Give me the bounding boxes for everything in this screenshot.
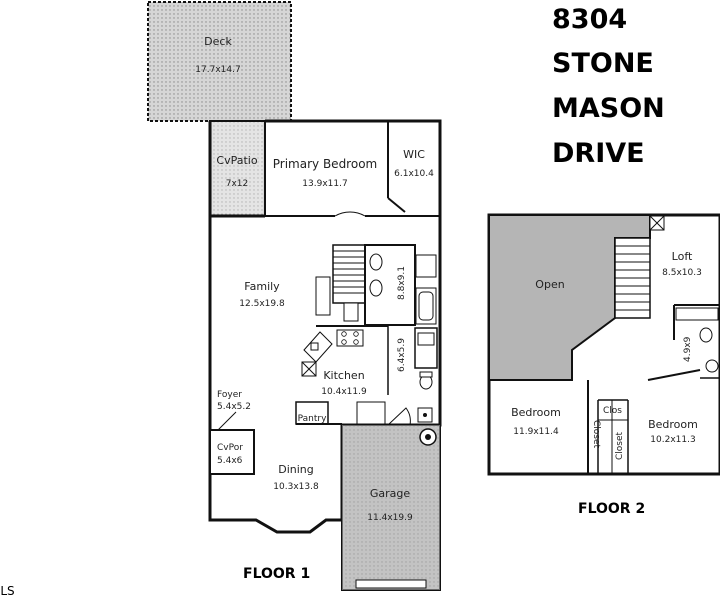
f2-bath-size: 4.9x9 (683, 336, 693, 362)
deck-name: Deck (204, 35, 232, 48)
deck-area (147, 1, 292, 122)
stairs-floor1 (332, 244, 366, 304)
bedroom-right-name: Bedroom (648, 418, 698, 431)
garage-name: Garage (370, 487, 411, 500)
deck-size: 17.7x14.7 (195, 65, 240, 75)
cvpor-area (209, 429, 255, 475)
open-name: Open (535, 278, 564, 291)
primary-bedroom-size: 13.9x11.7 (302, 179, 347, 189)
dining-name: Dining (278, 463, 314, 476)
family-name: Family (244, 280, 280, 293)
address-line-4: DRIVE (552, 138, 645, 169)
bath1-area (364, 244, 416, 326)
garage-size: 11.4x19.9 (367, 513, 413, 523)
loft-size: 8.5x10.3 (662, 268, 702, 278)
foyer-size: 5.4x5.2 (217, 402, 251, 412)
bath2-area (414, 327, 438, 369)
dining-size: 10.3x13.8 (273, 482, 319, 492)
closet-b-name: Closet (615, 431, 625, 460)
bedroom-right-size: 10.2x11.3 (650, 435, 695, 445)
family-size: 12.5x19.8 (239, 299, 285, 309)
address-line-1: 8304 (552, 4, 628, 35)
cvpor-name: CvPor (217, 443, 243, 453)
wic-size: 6.1x10.4 (394, 169, 434, 179)
wic-name: WIC (403, 148, 425, 161)
address-line-2: STONE (552, 48, 654, 79)
foyer-name: Foyer (217, 390, 242, 400)
address-line-3: MASON (552, 93, 665, 124)
cvpor-size: 5.4x6 (217, 456, 243, 466)
floor1-label: FLOOR 1 (243, 566, 311, 582)
mls-watermark: MLS (0, 584, 15, 598)
clos-name: Clos (603, 406, 622, 416)
bedroom-left-name: Bedroom (511, 406, 561, 419)
kitchen-name: Kitchen (323, 369, 364, 382)
kitchen-size: 10.4x11.9 (321, 387, 367, 397)
loft-name: Loft (672, 250, 693, 263)
bath1-size: 8.8x9.1 (397, 266, 407, 300)
bedroom-left-size: 11.9x11.4 (513, 427, 559, 437)
cvpatio-name: CvPatio (216, 154, 257, 167)
bath2-size: 6.4x5.9 (397, 338, 407, 372)
pantry-name: Pantry (298, 414, 327, 424)
primary-bedroom-name: Primary Bedroom (273, 157, 377, 171)
closet-a-name: Closet (591, 420, 601, 449)
cvpatio-size: 7x12 (226, 179, 249, 189)
floor2-label: FLOOR 2 (578, 501, 646, 517)
